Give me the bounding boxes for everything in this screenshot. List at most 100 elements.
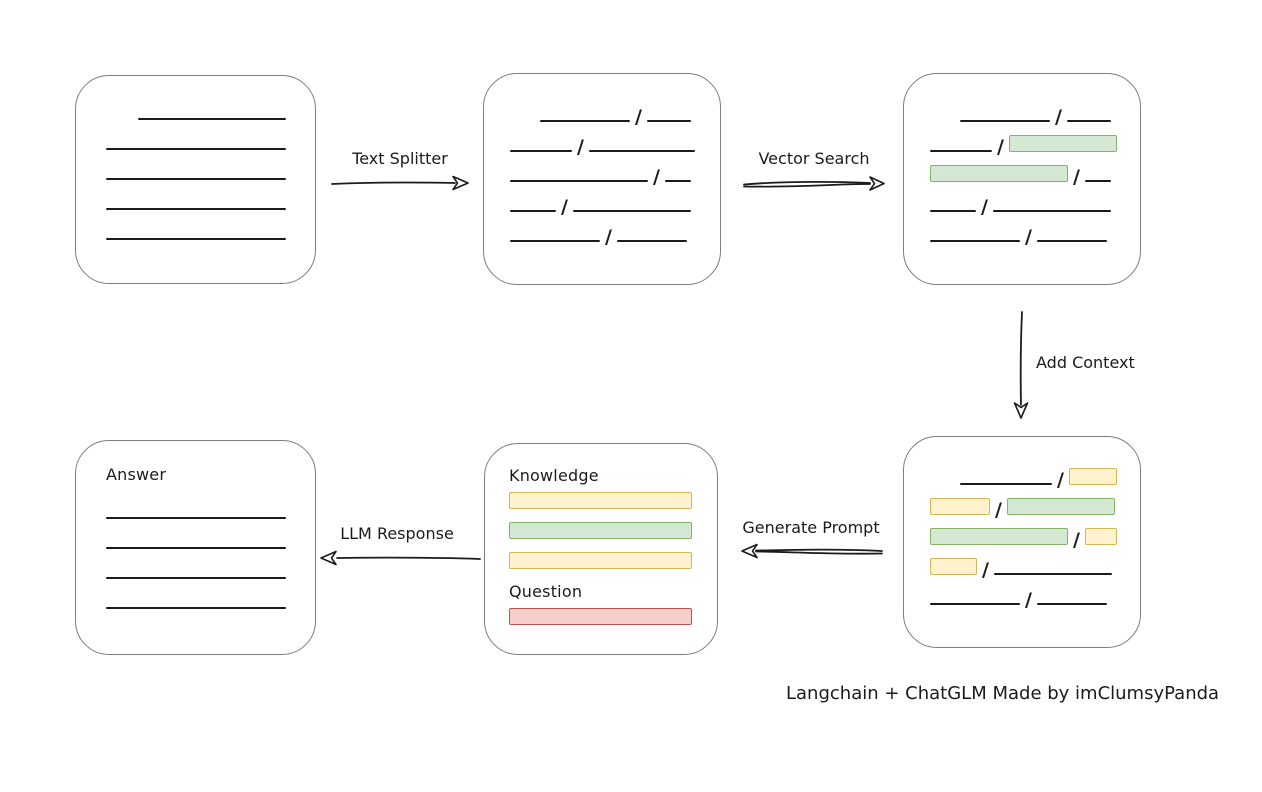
node-context-chunks: /////	[903, 436, 1141, 648]
text-line	[1066, 120, 1111, 122]
text-line-row: /	[930, 182, 1114, 217]
text-line	[930, 603, 1020, 605]
node-source-document	[75, 75, 316, 284]
add-context-arrow	[1013, 311, 1029, 419]
slash-separator: /	[997, 136, 1004, 158]
slash-separator: /	[981, 196, 988, 218]
left-arrowhead-icon	[741, 543, 758, 559]
matched-text-lines: / / / / /	[930, 92, 1117, 247]
arrow-shaft-overdraw	[755, 550, 883, 555]
chunk-text-lines: /////	[510, 92, 695, 247]
indent-gap	[930, 121, 960, 122]
text-line	[106, 208, 286, 210]
text-line-row: /	[930, 485, 1115, 520]
text-line-row	[106, 519, 286, 549]
text-line-row: /	[510, 152, 694, 187]
yellow-bar	[509, 552, 692, 569]
text-line-row: /	[930, 575, 1114, 610]
text-line-row: /	[930, 212, 1114, 247]
text-line-row	[106, 549, 286, 579]
text-line	[960, 483, 1052, 485]
text-line-row: /	[510, 122, 695, 157]
text-line-row	[106, 579, 286, 609]
green-bar	[509, 522, 692, 539]
knowledge-bars	[509, 492, 693, 569]
question-label: Question	[509, 582, 583, 601]
green-highlight-chip	[1008, 135, 1117, 152]
text-line-row	[106, 120, 286, 150]
text-line-row: /	[930, 92, 1114, 127]
text-line	[992, 210, 1111, 212]
arrow-shaft	[1019, 311, 1023, 406]
down-arrowhead-icon	[1013, 402, 1029, 419]
text-line-row	[106, 489, 286, 519]
text-splitter-label: Text Splitter	[352, 149, 448, 168]
add-context-label: Add Context	[1036, 353, 1135, 372]
arrow-shaft-overdraw	[743, 183, 871, 188]
slash-separator: /	[1025, 226, 1032, 248]
answer-label: Answer	[106, 465, 167, 484]
slash-separator: /	[635, 106, 642, 128]
credits-caption: Langchain + ChatGLM Made by imClumsyPand…	[786, 683, 1220, 704]
green-highlight-chip	[930, 528, 1068, 545]
text-line	[106, 547, 286, 549]
slash-separator: /	[1073, 166, 1080, 188]
slash-separator: /	[605, 226, 612, 248]
slash-separator: /	[561, 196, 568, 218]
arrow-shaft	[331, 181, 456, 185]
slash-separator: /	[995, 499, 1002, 521]
text-line	[1084, 180, 1111, 182]
context-text-lines: /////	[930, 455, 1117, 610]
text-line	[106, 148, 286, 150]
llm-response-arrow	[320, 550, 481, 566]
text-line	[106, 577, 286, 579]
text-line-row	[106, 150, 286, 180]
document-text-lines	[106, 90, 286, 240]
node-answer: Answer	[75, 440, 316, 655]
left-arrowhead-icon	[320, 550, 337, 566]
text-line-row: /	[930, 545, 1114, 580]
text-line	[993, 573, 1112, 575]
text-line-row	[106, 210, 286, 240]
text-line	[510, 210, 556, 212]
green-highlight-chip	[930, 165, 1068, 182]
yellow-bar	[509, 492, 692, 509]
knowledge-label: Knowledge	[509, 466, 599, 485]
red-bar	[509, 608, 692, 625]
yellow-highlight-chip	[1068, 468, 1117, 485]
text-line	[1036, 603, 1107, 605]
text-line	[930, 210, 976, 212]
vector-search-arrow	[743, 176, 885, 191]
green-highlight-chip	[1006, 498, 1115, 515]
indent-gap	[930, 484, 960, 485]
text-line-row: /	[930, 455, 1117, 490]
text-line	[106, 517, 286, 519]
text-line	[646, 120, 691, 122]
text-line-row	[106, 90, 286, 120]
text-line-row: /	[930, 152, 1114, 187]
text-line	[1036, 240, 1107, 242]
slash-separator: /	[653, 166, 660, 188]
node-vector-matches: / / / / /	[903, 73, 1141, 285]
text-line	[930, 150, 992, 152]
yellow-highlight-chip	[930, 558, 977, 575]
text-line	[960, 120, 1050, 122]
right-arrowhead-icon	[452, 175, 469, 191]
generate-prompt-label: Generate Prompt	[742, 518, 880, 537]
answer-text-lines	[106, 489, 286, 609]
text-line-row: /	[510, 182, 694, 217]
text-line-row: /	[930, 515, 1117, 550]
text-line	[664, 180, 691, 182]
text-line	[930, 240, 1020, 242]
text-line	[616, 240, 687, 242]
vector-search-label: Vector Search	[758, 149, 870, 168]
arrow-shaft	[336, 556, 481, 560]
text-line-row	[106, 180, 286, 210]
indent-gap	[106, 119, 138, 120]
slash-separator: /	[1025, 589, 1032, 611]
text-line	[572, 210, 691, 212]
yellow-highlight-chip	[930, 498, 990, 515]
text-line	[510, 150, 572, 152]
text-line	[106, 178, 286, 180]
